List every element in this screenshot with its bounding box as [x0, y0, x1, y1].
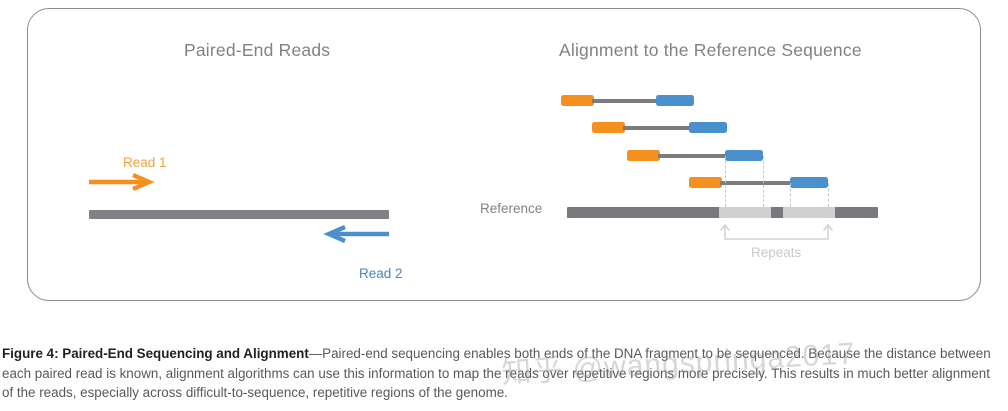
- reference-label: Reference: [480, 201, 543, 216]
- figure-panel: Paired-End Reads Alignment to the Refere…: [27, 8, 981, 301]
- read-1-block: [689, 177, 722, 188]
- repeats-bracket: [720, 223, 833, 240]
- read-1-label: Read 1: [123, 155, 167, 170]
- figure-caption-title: Figure 4: Paired-End Sequencing and Alig…: [2, 346, 309, 361]
- insert-connector: [623, 126, 691, 130]
- read-2-block: [790, 177, 828, 188]
- read-2-arrow: [323, 224, 389, 244]
- read-1-block: [592, 122, 625, 133]
- reference-segment-repeat: [783, 207, 835, 218]
- insert-connector: [720, 181, 792, 185]
- read-2-block: [689, 122, 727, 133]
- dna-fragment-bar: [89, 210, 389, 219]
- projection-dashed-line: [790, 183, 791, 207]
- read-1-block: [561, 95, 594, 106]
- figure-caption-dash: —: [308, 346, 323, 361]
- repeats-label: Repeats: [751, 245, 802, 260]
- projection-dashed-line: [725, 156, 726, 207]
- paired-end-reads-title: Paired-End Reads: [184, 40, 331, 60]
- reference-segment-repeat: [719, 207, 771, 218]
- projection-dashed-line: [763, 156, 764, 207]
- reference-segment-unique: [835, 207, 878, 218]
- read-2-block: [656, 95, 694, 106]
- reference-segment-unique: [567, 207, 719, 218]
- alignment-reference-title: Alignment to the Reference Sequence: [559, 40, 862, 60]
- read-1-arrow: [89, 172, 155, 192]
- read-1-block: [627, 150, 660, 161]
- figure-caption-body: Paired-end sequencing enables both ends …: [2, 346, 991, 401]
- figure-caption: Figure 4: Paired-End Sequencing and Alig…: [2, 344, 1004, 403]
- reference-segment-unique: [771, 207, 783, 218]
- read-2-label: Read 2: [359, 266, 403, 281]
- insert-connector: [658, 154, 727, 158]
- projection-dashed-line: [828, 183, 829, 207]
- insert-connector: [592, 99, 656, 103]
- read-2-block: [725, 150, 763, 161]
